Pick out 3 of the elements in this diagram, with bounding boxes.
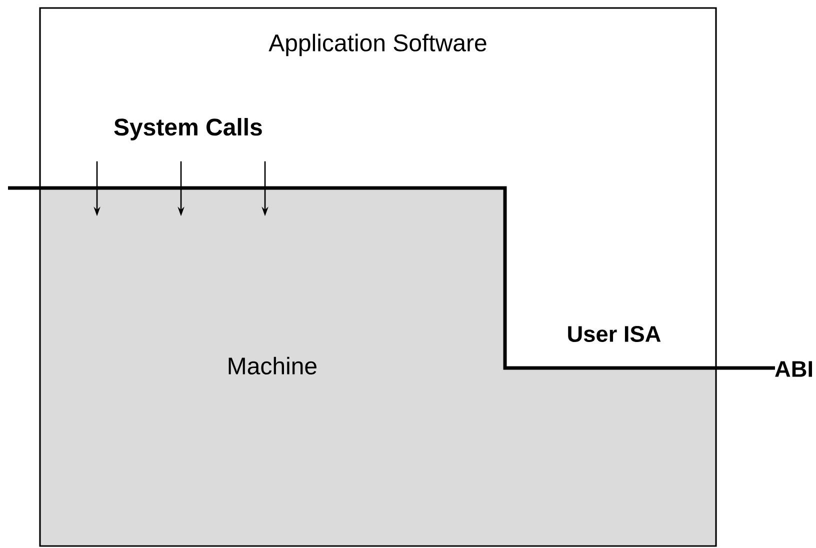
text-label: System Calls — [114, 118, 262, 140]
text-label: User ISA — [568, 326, 661, 342]
text-label: ABI — [775, 361, 812, 377]
